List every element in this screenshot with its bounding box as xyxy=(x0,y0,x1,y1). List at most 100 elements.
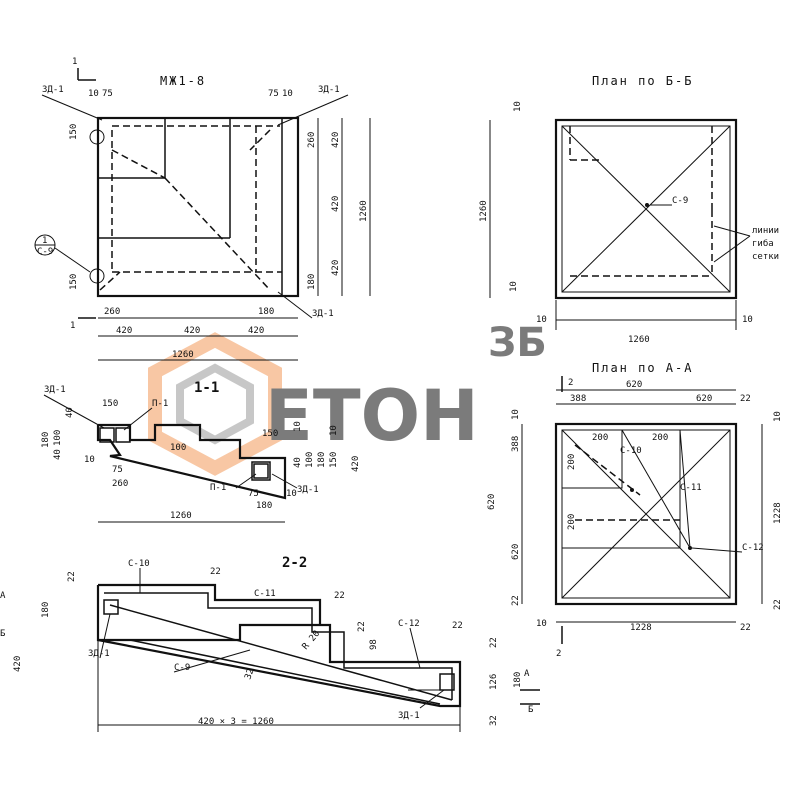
svg-text:10: 10 xyxy=(536,619,547,629)
svg-text:1260: 1260 xyxy=(172,350,194,360)
svg-text:180: 180 xyxy=(41,432,51,448)
svg-text:1228: 1228 xyxy=(630,623,652,633)
svg-text:200: 200 xyxy=(592,433,608,443)
svg-text:150: 150 xyxy=(69,124,79,140)
loop-bottom-left-icon xyxy=(89,268,105,284)
svg-text:22: 22 xyxy=(489,637,499,648)
svg-text:22: 22 xyxy=(357,621,367,632)
svg-text:200: 200 xyxy=(652,433,668,443)
svg-text:620: 620 xyxy=(511,544,521,560)
svg-text:10: 10 xyxy=(773,411,783,422)
svg-text:10: 10 xyxy=(88,89,99,99)
section-11-outline xyxy=(96,423,287,500)
section-22-outline xyxy=(96,585,462,708)
svg-text:180: 180 xyxy=(317,452,327,468)
svg-text:620: 620 xyxy=(487,494,497,510)
svg-text:ЗД-1: ЗД-1 xyxy=(297,485,319,495)
svg-text:40: 40 xyxy=(293,457,303,468)
svg-text:сетки: сетки xyxy=(752,252,779,262)
watermark-text-top: ЗБ xyxy=(488,320,547,366)
svg-text:С-10: С-10 xyxy=(128,559,150,569)
svg-text:10: 10 xyxy=(742,315,753,325)
svg-text:100: 100 xyxy=(53,430,63,446)
svg-text:С-12: С-12 xyxy=(398,619,420,629)
section-11-title: 1-1 xyxy=(194,380,219,396)
svg-text:А: А xyxy=(524,669,530,679)
svg-text:40: 40 xyxy=(65,407,75,418)
watermark: ЗБ ЕТОН xyxy=(148,320,547,476)
svg-text:10: 10 xyxy=(286,489,297,499)
svg-text:22: 22 xyxy=(511,595,521,606)
svg-text:1260: 1260 xyxy=(628,335,650,345)
svg-text:10: 10 xyxy=(513,101,523,112)
svg-text:А: А xyxy=(0,591,6,601)
svg-text:150: 150 xyxy=(262,429,278,439)
svg-text:98: 98 xyxy=(369,639,379,650)
svg-text:620: 620 xyxy=(626,380,642,390)
svg-text:1260: 1260 xyxy=(170,511,192,521)
svg-text:10: 10 xyxy=(511,409,521,420)
svg-text:100: 100 xyxy=(170,443,186,453)
svg-text:22: 22 xyxy=(334,591,345,601)
plan-aa-mark-c12: С-12 xyxy=(742,543,764,553)
cut-mark-1-bottom: 1 xyxy=(70,321,75,331)
svg-text:180: 180 xyxy=(513,672,523,688)
svg-text:гиба: гиба xyxy=(752,238,774,249)
svg-text:22: 22 xyxy=(740,394,751,404)
mark-zd1-b: ЗД-1 xyxy=(318,85,340,95)
plan-aa-mark-c10: С-10 xyxy=(620,446,642,456)
svg-text:10: 10 xyxy=(293,421,303,432)
section-22-title: 2-2 xyxy=(282,555,307,571)
svg-text:2: 2 xyxy=(556,649,561,659)
plan-bb-title: План по Б-Б xyxy=(592,74,693,88)
svg-text:180: 180 xyxy=(41,602,51,618)
svg-text:1260: 1260 xyxy=(359,200,369,222)
svg-text:180: 180 xyxy=(307,274,317,290)
svg-text:420: 420 xyxy=(116,326,132,336)
cut-mark-1-top: 1 xyxy=(72,57,77,67)
svg-text:126: 126 xyxy=(489,674,499,690)
plan-aa-title: План по А-А xyxy=(592,361,693,375)
svg-text:180: 180 xyxy=(258,307,274,317)
plan-aa-mark-c11: С-11 xyxy=(680,483,702,493)
svg-text:75: 75 xyxy=(248,489,259,499)
svg-text:100: 100 xyxy=(305,452,315,468)
svg-text:10: 10 xyxy=(282,89,293,99)
svg-text:С-11: С-11 xyxy=(254,589,276,599)
svg-text:420: 420 xyxy=(331,132,341,148)
svg-text:150: 150 xyxy=(329,452,339,468)
svg-text:10: 10 xyxy=(536,315,547,325)
front-title: МЖ1-8 xyxy=(160,74,206,88)
svg-text:С-9: С-9 xyxy=(174,663,190,673)
svg-text:75: 75 xyxy=(112,465,123,475)
svg-text:75: 75 xyxy=(268,89,279,99)
svg-text:10: 10 xyxy=(84,455,95,465)
svg-text:10: 10 xyxy=(509,281,519,292)
svg-text:2: 2 xyxy=(568,378,573,388)
svg-text:ЗД-1: ЗД-1 xyxy=(398,711,420,721)
svg-text:линии: линии xyxy=(752,226,779,236)
svg-text:150: 150 xyxy=(102,399,118,409)
loop-top-left-icon xyxy=(89,129,105,145)
plan-bb-outline xyxy=(554,118,738,300)
front-outline xyxy=(96,116,300,298)
callout-bottom: С-9 xyxy=(37,247,53,257)
svg-text:22: 22 xyxy=(740,623,751,633)
svg-text:ЗД-1: ЗД-1 xyxy=(88,649,110,659)
svg-text:22: 22 xyxy=(773,599,783,610)
svg-text:420: 420 xyxy=(13,656,23,672)
svg-text:620: 620 xyxy=(696,394,712,404)
plan-bb-node-icon xyxy=(645,203,649,207)
svg-text:180: 180 xyxy=(256,501,272,511)
svg-text:Б: Б xyxy=(528,705,533,715)
svg-text:22: 22 xyxy=(67,571,77,582)
plan-bb-mark-c9: С-9 xyxy=(672,196,688,206)
svg-text:200: 200 xyxy=(567,514,577,530)
svg-text:Б: Б xyxy=(0,629,5,639)
view-plan-aa: План по А-А 200 200 200 200 С-10 С-11 С-… xyxy=(487,361,783,659)
svg-text:388: 388 xyxy=(570,394,586,404)
mark-zd1-a: ЗД-1 xyxy=(42,85,64,95)
svg-text:420: 420 xyxy=(351,456,361,472)
svg-text:420: 420 xyxy=(184,326,200,336)
